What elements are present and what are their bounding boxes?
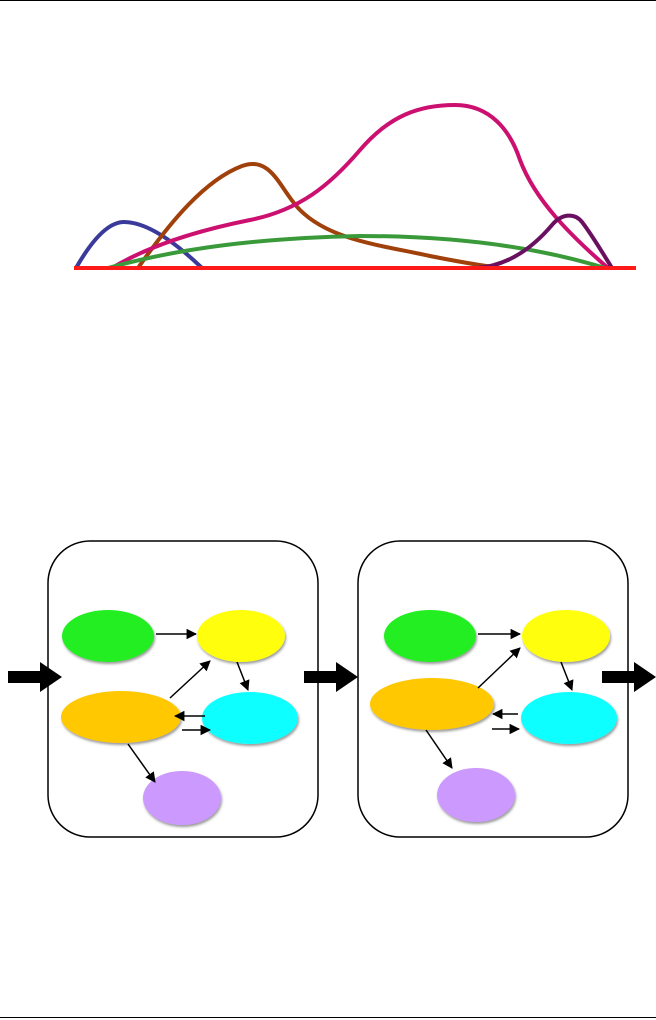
edge-yellow-cyan xyxy=(560,661,574,691)
node-green xyxy=(384,610,476,662)
edge-orange-lavender xyxy=(425,729,453,769)
edge-orange-yellow xyxy=(169,660,211,699)
curves-figure xyxy=(74,102,636,270)
output-flow-arrow xyxy=(602,662,656,692)
edge-orange-lavender xyxy=(127,743,156,783)
panel-2-frame xyxy=(357,540,629,838)
node-lavender xyxy=(437,768,515,822)
node-cyan xyxy=(202,692,298,744)
input-flow-arrow xyxy=(8,662,62,692)
node-green xyxy=(62,610,154,662)
panel-2 xyxy=(357,540,629,838)
curve-purple xyxy=(474,213,614,270)
edge-orange-yellow xyxy=(477,647,521,689)
node-lavender xyxy=(143,771,221,825)
between-panels-flow-arrow xyxy=(304,662,358,692)
node-orange xyxy=(61,691,181,743)
curve-green xyxy=(106,233,607,270)
node-yellow xyxy=(197,610,285,662)
curve-brown xyxy=(136,162,502,270)
node-orange xyxy=(370,678,494,730)
edge-yellow-cyan xyxy=(236,661,250,691)
node-yellow xyxy=(522,610,610,662)
panel-1-frame xyxy=(47,540,319,838)
panel-1 xyxy=(47,540,319,838)
top-rule xyxy=(0,0,656,1)
curve-magenta xyxy=(110,102,610,270)
bottom-rule xyxy=(0,1017,656,1018)
node-cyan xyxy=(521,692,617,744)
curve-blue xyxy=(74,219,204,270)
